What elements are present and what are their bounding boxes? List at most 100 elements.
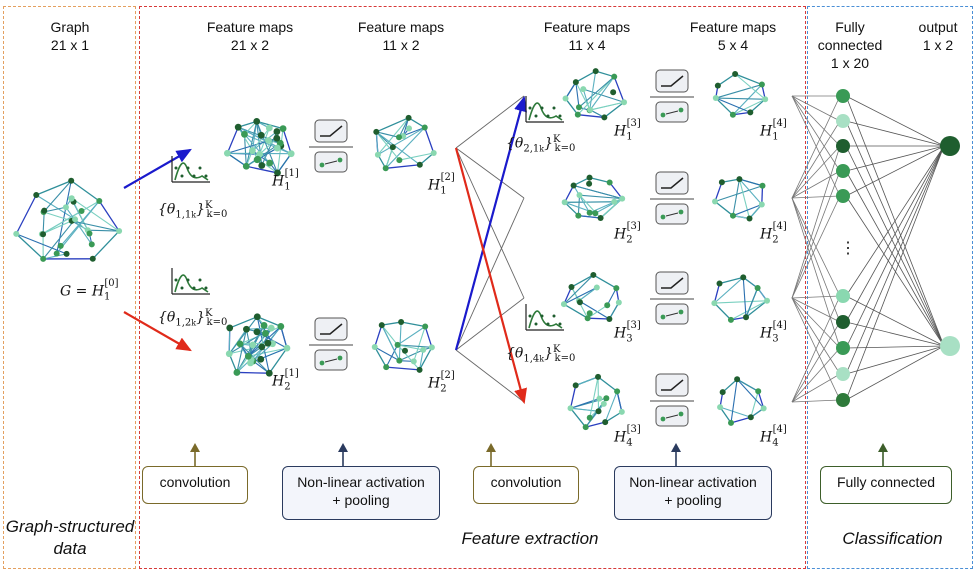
label-H2-3: H2[3]: [614, 221, 641, 246]
graph-node: [584, 315, 591, 322]
activation-pooling-box-2: Non-linear activation + pooling: [614, 466, 772, 520]
graph-node: [561, 199, 568, 206]
graph-node: [572, 79, 579, 86]
graph-edge: [564, 201, 579, 217]
graph-edge: [374, 346, 400, 362]
fc-out-line: [845, 295, 945, 347]
graph-edge: [374, 324, 383, 348]
activation-pooling-box-1: Non-linear activation + pooling: [282, 466, 440, 520]
fanout-line: [455, 349, 525, 403]
fc-in-line: [791, 170, 841, 299]
graph-node: [266, 159, 274, 167]
arrow-blue-2: [454, 95, 527, 351]
pool-node: [337, 355, 343, 361]
graph-edge: [749, 98, 766, 113]
pool-arrow: [324, 160, 338, 165]
up-arrow-head: [878, 443, 888, 452]
graph-edge: [87, 229, 120, 232]
pool-node: [660, 416, 666, 422]
filter-point: [180, 174, 184, 178]
label-theta21: {θ2,1k}Kk=0: [506, 134, 576, 155]
graph-node: [78, 207, 85, 214]
fc-ellipsis: ⋮: [840, 240, 856, 257]
graph-edge: [35, 194, 76, 220]
fc-node: [836, 139, 850, 153]
filter-point: [534, 322, 538, 326]
arrow-red-2: [454, 147, 527, 405]
filter-point: [528, 314, 532, 318]
graph-node: [283, 344, 291, 352]
graph-node: [253, 313, 261, 321]
graph-edge: [92, 230, 120, 260]
graph-H1-1: [223, 117, 295, 177]
graph-node: [428, 344, 435, 351]
graph-node: [287, 150, 295, 158]
graph-node: [732, 70, 739, 77]
graph-node: [727, 316, 734, 323]
fc-out-line: [845, 145, 945, 197]
graph-edge: [717, 73, 736, 87]
graph-edge: [280, 326, 288, 349]
graph-node: [595, 408, 602, 415]
graph-node: [712, 95, 719, 102]
graph-node: [592, 210, 599, 217]
graph-node: [711, 300, 718, 307]
graph-edge: [43, 211, 72, 222]
graph-edge: [375, 131, 379, 155]
graph-edge: [589, 76, 615, 111]
fc-node: [836, 289, 850, 303]
header-graph: Graph 21 x 1: [50, 19, 90, 53]
graph-edge: [739, 178, 763, 205]
graph-edge: [589, 176, 610, 184]
pool-arrow: [324, 358, 338, 363]
graph-edge: [587, 317, 610, 320]
filter-point: [528, 106, 532, 110]
graph-node: [233, 369, 241, 376]
graph-edge: [578, 76, 615, 108]
graph-node: [611, 198, 618, 205]
graph-edge: [575, 82, 580, 108]
graph-node: [590, 271, 597, 278]
filter-point: [192, 286, 196, 290]
graph-node: [62, 204, 69, 211]
graph-edge: [569, 385, 577, 409]
graph-edge: [43, 180, 72, 213]
graph-node: [615, 299, 622, 306]
filter-point: [198, 278, 202, 282]
graph-node: [374, 151, 381, 158]
graph-node: [596, 395, 603, 402]
fc-in-line: [791, 120, 841, 199]
graph-node: [604, 302, 611, 309]
activation-pooling-icon-2: [309, 317, 353, 371]
graph-node: [592, 68, 599, 75]
filter-point: [540, 314, 544, 318]
graph-node: [759, 182, 766, 189]
graph-node: [734, 376, 741, 383]
graph-node: [719, 389, 726, 396]
label-H1-1: H1[1]: [272, 168, 299, 193]
graph-edge: [577, 195, 581, 216]
graph-node: [755, 388, 762, 395]
pool-arrow: [665, 212, 679, 217]
graph-edge: [608, 302, 620, 320]
graph-edge: [589, 71, 597, 111]
graph-H1-2: [373, 114, 437, 172]
label-H1-3: H1[3]: [614, 118, 641, 143]
graph-edge: [400, 321, 426, 328]
activation-pooling-icon-l2-2: [650, 171, 694, 225]
label-H4-3: H4[3]: [614, 424, 641, 449]
graph-node: [13, 230, 20, 237]
fc-in-line: [791, 373, 841, 403]
graph-edge: [714, 276, 744, 304]
fc-out-line: [845, 145, 945, 375]
graph-node: [226, 324, 234, 332]
section-graph-data: Graph-structured data: [5, 517, 135, 558]
graph-edge: [397, 326, 426, 346]
graph-edge: [604, 411, 623, 423]
graph-node: [729, 111, 736, 118]
graph-node: [606, 315, 613, 322]
relu-curve: [661, 75, 684, 87]
graph-edge: [43, 253, 67, 260]
graph-node: [574, 111, 581, 118]
label-H2-1: H2[1]: [272, 368, 299, 393]
